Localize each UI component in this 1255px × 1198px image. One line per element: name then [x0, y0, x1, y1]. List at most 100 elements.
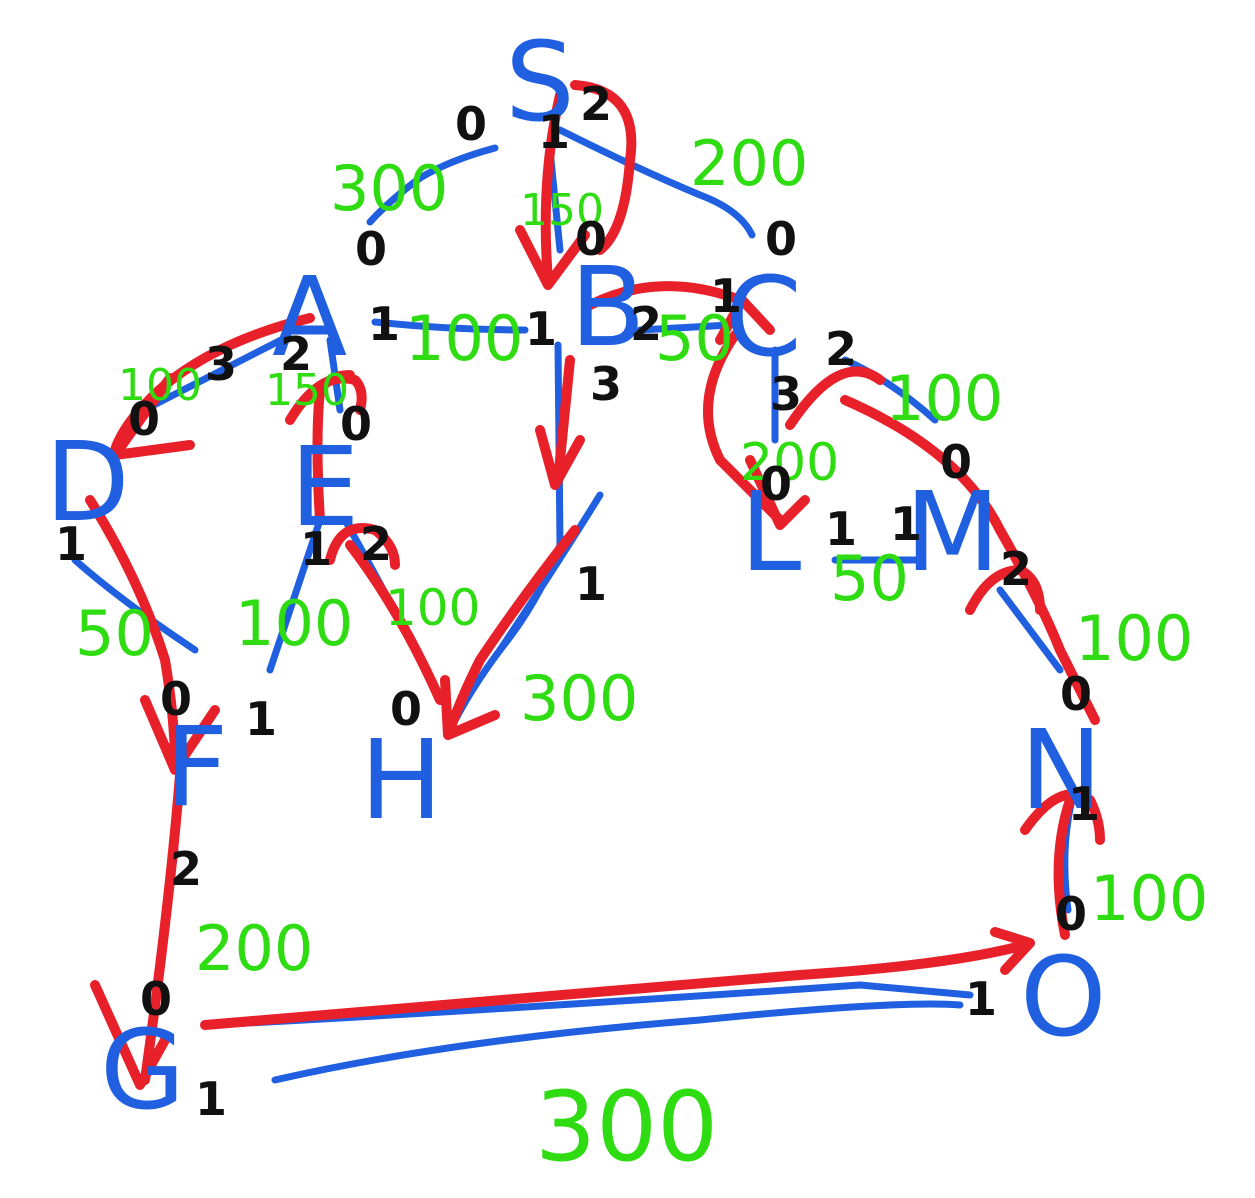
port-A-B-start: 1 [368, 297, 400, 351]
port-A-D-end: 0 [128, 392, 160, 446]
weight-D-F: 50 [75, 597, 154, 670]
port-M-N-end: 0 [1060, 667, 1092, 721]
path-arrow-C-L [745, 455, 810, 530]
port-E-F-end: 1 [245, 692, 277, 746]
weight-M-N: 100 [1075, 602, 1193, 675]
edge-line-C-M [841, 356, 939, 424]
node-F: F [165, 703, 228, 831]
weight-labels: 300 150 200 100 100 150 50 300 200 100 5… [75, 127, 1208, 1183]
port-S-A-start: 0 [455, 97, 487, 151]
path-stroke-S-B [540, 90, 565, 285]
port-labels: 0 0 1 0 2 0 1 1 3 0 2 0 2 1 3 1 3 0 2 0 … [55, 77, 1100, 1126]
port-A-B-end: 1 [525, 302, 557, 356]
node-S: S [505, 18, 575, 146]
weight-C-L: 200 [740, 433, 839, 493]
edge-line-M-N [996, 586, 1064, 674]
port-B-C-start: 2 [630, 297, 662, 351]
path-arrow-A-D [110, 373, 195, 460]
path-stroke-E-H [345, 540, 445, 705]
path-stroke-D-F [85, 495, 180, 770]
path-stroke-C-M [785, 366, 885, 430]
port-C-L-start: 3 [770, 367, 802, 421]
weight-S-A: 300 [330, 152, 448, 225]
node-N: N [1020, 706, 1102, 834]
path-stroke-H [445, 525, 580, 735]
port-A-D-start: 3 [205, 337, 237, 391]
port-G-O-start: 1 [195, 1072, 227, 1126]
port-L-M-end: 1 [890, 497, 922, 551]
edge-line-S-A [366, 144, 499, 226]
highlighted-path [85, 80, 1105, 1090]
weight-G-O: 300 [535, 1071, 718, 1183]
node-G: G [100, 1006, 185, 1134]
weight-S-B: 150 [520, 185, 604, 236]
port-C-M-start: 2 [825, 322, 857, 376]
weight-E-F: 100 [235, 587, 353, 660]
path-stroke-loop-S [570, 80, 637, 255]
weight-E-H: 100 [385, 579, 480, 637]
node-B: B [570, 243, 645, 371]
path-arrow-S-B [515, 225, 590, 290]
path-stroke-G-O [200, 940, 1030, 1030]
port-C-M-end: 0 [940, 435, 972, 489]
path-arrow-M [965, 565, 1045, 615]
node-C: C [725, 253, 802, 381]
port-E-F-start: 1 [300, 522, 332, 576]
weight-C-M: 100 [885, 362, 1003, 435]
port-D-F-end: 0 [160, 672, 192, 726]
weight-A-D: 100 [118, 360, 202, 411]
path-arrow-N [1020, 789, 1105, 845]
edge-line-A-D [144, 334, 289, 412]
weight-F-G: 200 [195, 912, 313, 985]
weight-L-M: 50 [830, 542, 909, 615]
port-B-H-end: 1 [575, 557, 607, 611]
path-stroke-M-N [840, 395, 1100, 725]
port-C-L-end: 0 [760, 457, 792, 511]
port-N-O-start: 1 [1068, 777, 1100, 831]
port-M-N-start: 2 [1000, 542, 1032, 596]
edge-line-S-C [556, 126, 756, 239]
edge-line-D-F [71, 556, 199, 654]
path-arrow-B [535, 425, 585, 490]
path-stroke-N-O [1053, 795, 1075, 940]
port-F-G-start: 2 [170, 842, 202, 896]
port-S-A-end: 0 [355, 222, 387, 276]
port-B-H-start: 3 [590, 357, 622, 411]
edge-line-B-C [636, 321, 734, 334]
port-G-O-end: 1 [965, 972, 997, 1026]
path-stroke-C-L [703, 330, 785, 525]
port-B-C-end: 1 [710, 269, 742, 323]
port-E-H-start: 2 [360, 517, 392, 571]
edge-line-G-O-lower [271, 1000, 964, 1084]
port-D-F-start: 1 [55, 517, 87, 571]
node-A: A [272, 253, 347, 381]
path-arrow-F-G [90, 980, 170, 1090]
weight-N-O: 100 [1090, 862, 1208, 935]
node-labels: S A B C D E F G H L M N O [45, 18, 1107, 1134]
path-arrow-H [440, 675, 500, 740]
port-A-E-end: 0 [340, 397, 372, 451]
port-N-O-end: 0 [1055, 887, 1087, 941]
port-F-G-end: 0 [140, 972, 172, 1026]
path-arrow-D-F [140, 695, 220, 775]
weight-B-H: 300 [520, 662, 638, 735]
port-S-B-end: 0 [575, 212, 607, 266]
node-L: L [740, 468, 801, 596]
weight-A-E: 150 [265, 365, 349, 416]
path-stroke-B-H [553, 355, 575, 485]
port-A-E-start: 2 [280, 327, 312, 381]
port-S-B-start: 1 [538, 105, 570, 159]
path-stroke-B-C [585, 281, 745, 310]
node-O: O [1020, 933, 1107, 1061]
path-arrow-B-C [715, 295, 775, 345]
node-E: E [290, 423, 360, 551]
edge-line-A-B [371, 318, 529, 334]
path-arrow-E [325, 523, 400, 570]
port-S-C-start: 2 [580, 77, 612, 131]
port-E-H-end: 0 [390, 682, 422, 736]
port-S-C-end: 0 [765, 212, 797, 266]
node-M: M [905, 468, 1000, 596]
weight-B-C: 50 [655, 302, 734, 375]
